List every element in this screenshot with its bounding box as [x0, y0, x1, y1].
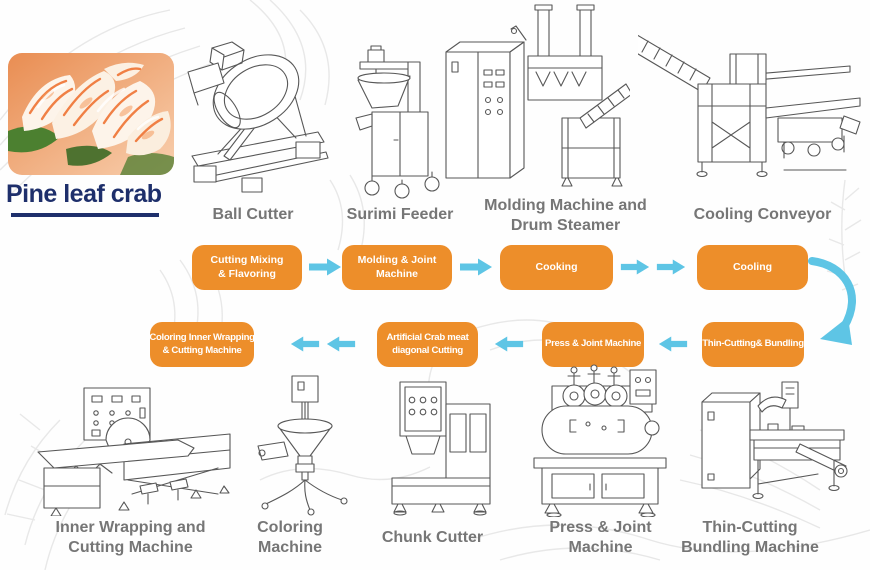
flow-arrow-left-icon-3: [494, 334, 524, 354]
cooling-conveyor-illustration: [638, 34, 861, 178]
label-chunk-cutter: Chunk Cutter: [381, 529, 484, 546]
ball-cutter-illustration: [187, 41, 329, 193]
caption-underline: [11, 213, 159, 217]
flow-arrow-left-icon-4: [658, 334, 688, 354]
surimi-feeder-illustration: [355, 45, 440, 199]
label-surimi-feeder: Surimi Feeder: [346, 206, 454, 223]
flow-step-cooking: Cooking: [500, 245, 613, 290]
flow-arrow-curved-icon: [808, 255, 870, 350]
flow-arrow-right-icon-3: [620, 257, 650, 277]
flow-step-coloring-inner-wrapping-cutting: Coloring Inner Wrapping& Cutting Machine: [149, 322, 255, 367]
flow-step-press-joint-machine: Press & Joint Machine: [542, 322, 644, 367]
flow-arrow-right-icon-2: [459, 257, 493, 277]
flow-step-thin-cutting-bundling: Thin-Cutting& Bundling: [702, 322, 804, 367]
flow-arrow-right-icon-4: [656, 257, 686, 277]
pine-leaf-crab-photo: [8, 53, 174, 175]
flow-arrow-left-icon-1: [290, 334, 320, 354]
molding-machine-drum-steamer-illustration: [445, 4, 630, 187]
chunk-cutter-illustration: [391, 381, 491, 516]
label-ball-cutter: Ball Cutter: [212, 206, 294, 223]
flow-arrow-left-icon-2: [326, 334, 356, 354]
inner-wrapping-cutting-machine-illustration: [37, 387, 231, 516]
label-cooling-conveyor: Cooling Conveyor: [693, 206, 832, 223]
pine-leaf-crab-caption: Pine leaf crab: [6, 180, 162, 208]
coloring-machine-illustration: [257, 375, 348, 516]
flow-step-cooling: Cooling: [697, 245, 808, 290]
thin-cutting-bundling-machine-illustration: [701, 381, 848, 500]
flow-step-cutting-mixing-flavoring: Cutting Mixing& Flavoring: [192, 245, 302, 290]
flow-arrow-right-icon-1: [308, 257, 342, 277]
press-joint-machine-illustration: [533, 364, 667, 517]
